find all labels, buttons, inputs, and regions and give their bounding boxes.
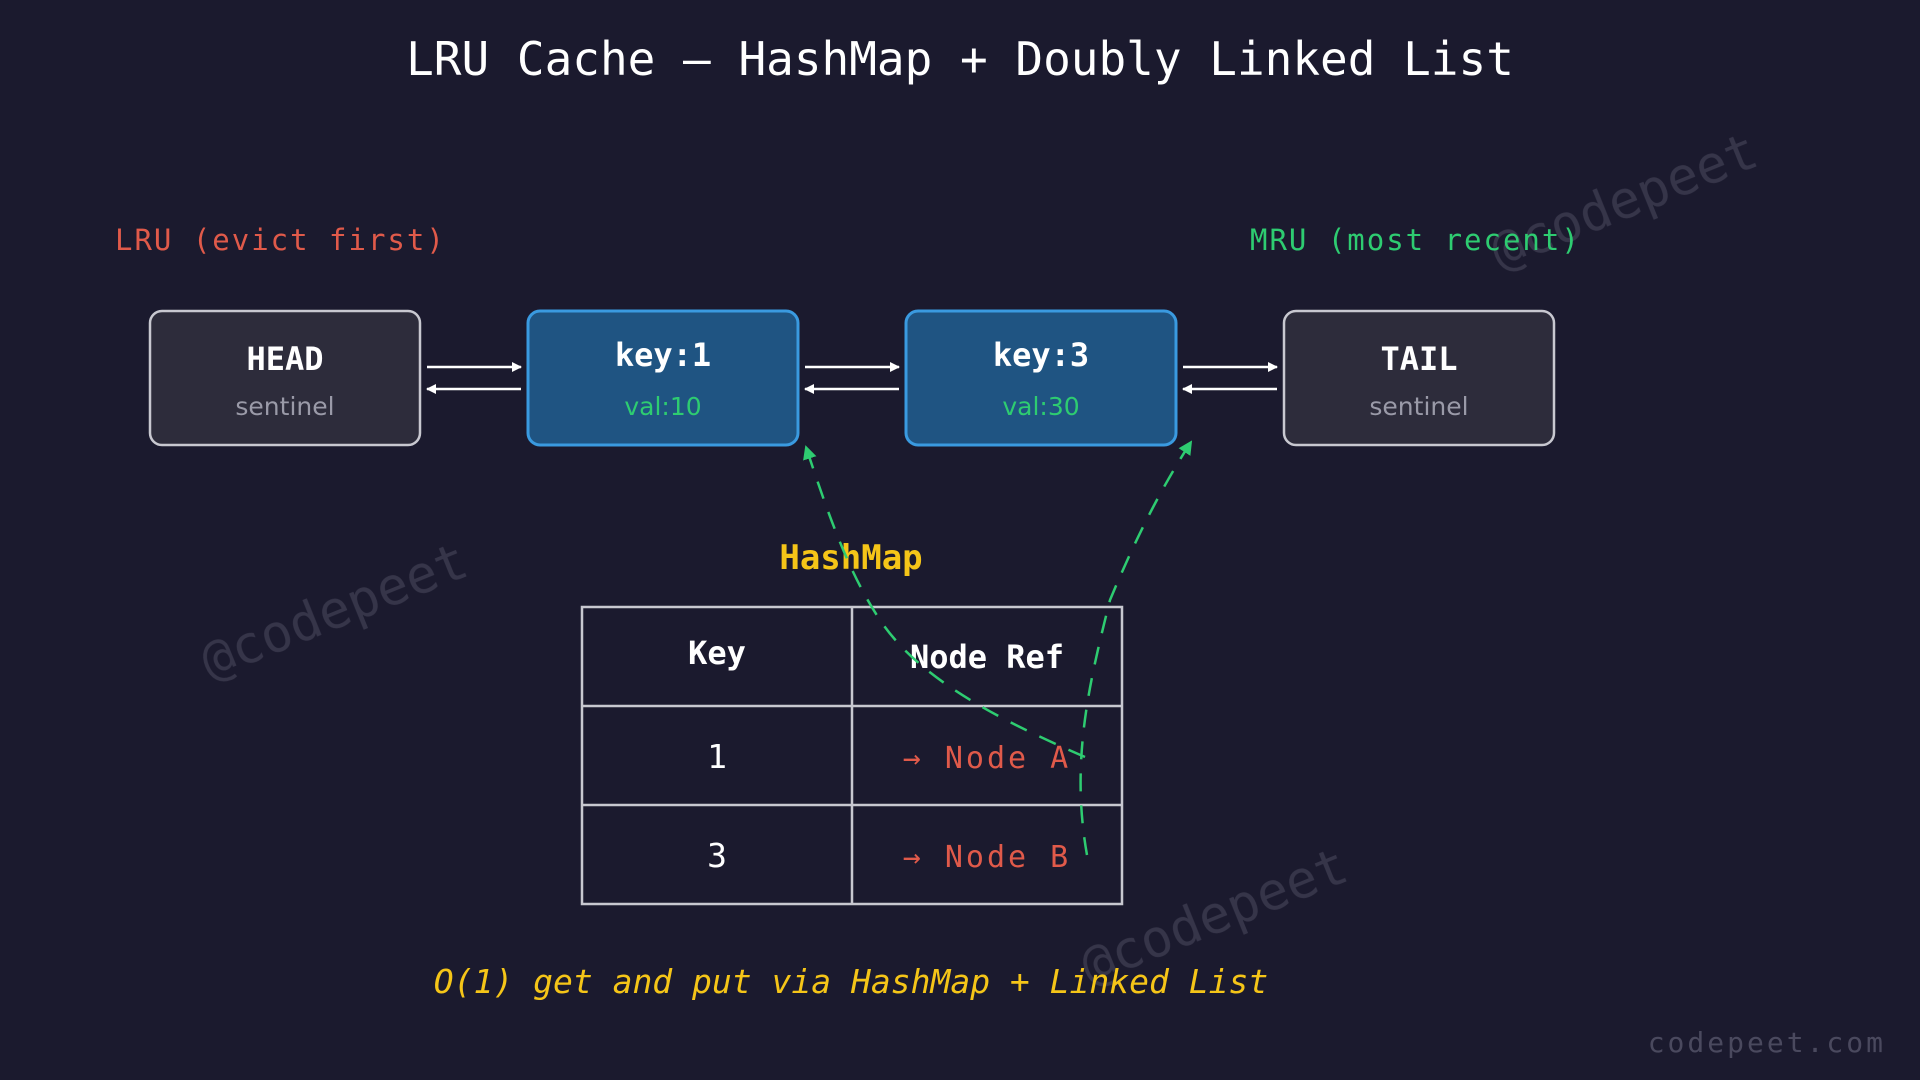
hashmap-pointers: [803, 440, 1193, 856]
site-credit: codepeet.com: [1648, 1026, 1886, 1059]
node-sub: val:10: [624, 392, 701, 421]
table-cell-key: 3: [707, 836, 727, 875]
page-title: LRU Cache — HashMap + Doubly Linked List: [406, 32, 1514, 86]
list-links: [426, 362, 1278, 394]
mru-label: MRU (most recent): [1250, 223, 1581, 257]
node-title: key:1: [615, 336, 711, 374]
node-sub: sentinel: [1369, 392, 1468, 421]
watermark-left: @codepeet: [192, 531, 476, 692]
node-sub: sentinel: [235, 392, 334, 421]
table-header-key: Key: [688, 634, 746, 672]
node-key-3: key:3 val:30: [904, 309, 1178, 447]
node-key-1: key:1 val:10: [526, 309, 800, 447]
pointer-node-a: [803, 445, 1086, 759]
node-tail: TAIL sentinel: [1282, 309, 1556, 447]
footer-note: O(1) get and put via HashMap + Linked Li…: [434, 962, 1268, 1001]
watermark-top-right: @codepeet: [1482, 121, 1766, 282]
node-sub: val:30: [1002, 392, 1079, 421]
table-cell-ref: → Node B: [903, 840, 1072, 875]
table-cell-ref: → Node A: [903, 741, 1072, 776]
table-cell-key: 1: [707, 737, 727, 776]
lru-label: LRU (evict first): [115, 223, 446, 257]
pointer-node-b: [1079, 440, 1193, 856]
hashmap-title: HashMap: [779, 538, 922, 578]
node-title: TAIL: [1380, 340, 1457, 378]
node-title: HEAD: [246, 340, 323, 378]
table-row: 1 → Node A: [707, 737, 1072, 776]
node-title: key:3: [993, 336, 1089, 374]
node-head: HEAD sentinel: [148, 309, 422, 447]
table-row: 3 → Node B: [707, 836, 1072, 875]
hashmap-table: [580, 605, 1124, 906]
table-header-node-ref: Node Ref: [910, 638, 1064, 676]
